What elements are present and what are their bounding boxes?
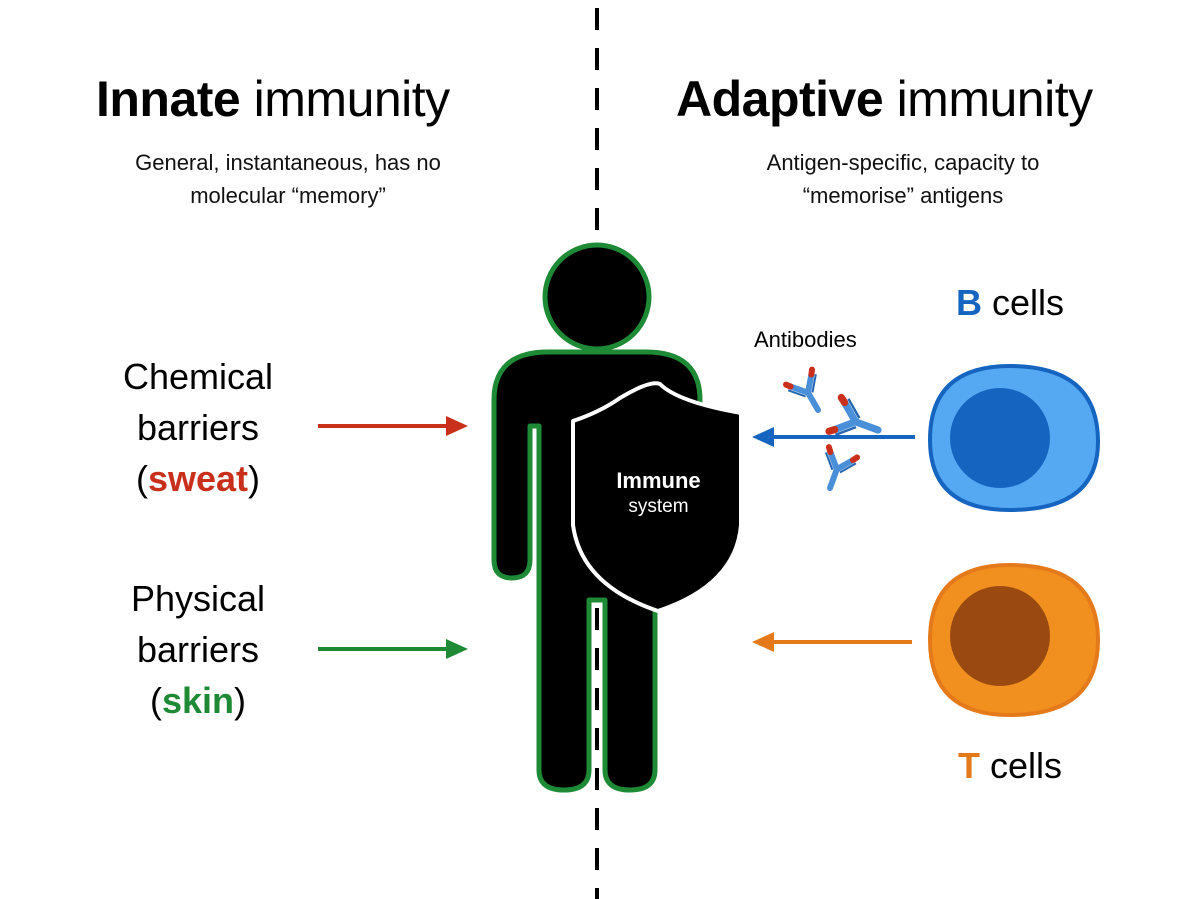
chemical-line1: Chemical [122, 356, 274, 397]
antibodies-label: Antibodies [754, 327, 857, 352]
innate-heading: Innate immunity [96, 70, 450, 128]
physical-line1: Physical [130, 578, 266, 619]
b-cell-arrow [752, 427, 915, 447]
antibody-2 [829, 396, 885, 448]
shield-line2: system [628, 496, 689, 517]
innate-subtitle: General, instantaneous, has no molecular… [96, 146, 480, 212]
innate-subtitle-line1: General, instantaneous, has no [135, 150, 441, 175]
adaptive-title-rest: immunity [896, 71, 1094, 127]
b-cells-label: B cells [956, 282, 1064, 324]
t-cell-arrow [752, 632, 912, 652]
skin-keyword: skin [161, 680, 235, 721]
physical-line2: barriers [136, 629, 260, 670]
chemical-line2: barriers [136, 407, 260, 448]
immune-shield [571, 381, 743, 613]
b-cells-rest: cells [992, 282, 1065, 323]
chemical-barrier-label: Chemical barriers (sweat) [98, 351, 298, 504]
antibody-3 [815, 447, 858, 494]
t-letter: T [958, 745, 980, 786]
antibody-1 [785, 369, 832, 418]
shield-line1: Immune [616, 468, 701, 493]
sweat-keyword: sweat [147, 458, 249, 499]
t-cell [927, 562, 1101, 718]
innate-title-rest: immunity [253, 71, 451, 127]
t-cells-rest: cells [990, 745, 1063, 786]
shield-label: Immune system [586, 467, 731, 519]
adaptive-heading: Adaptive immunity [676, 70, 1093, 128]
physical-arrow [318, 639, 468, 659]
t-cells-label: T cells [958, 745, 1062, 787]
physical-line3: (skin) [149, 680, 247, 721]
adaptive-title-bold: Adaptive [676, 71, 884, 127]
innate-title-bold: Innate [96, 71, 241, 127]
adaptive-subtitle: Antigen-specific, capacity to “memorise”… [700, 146, 1106, 212]
innate-subtitle-line2: molecular “memory” [190, 183, 386, 208]
physical-barrier-label: Physical barriers (skin) [98, 573, 298, 726]
b-cell [927, 363, 1101, 513]
b-cell-nucleus [950, 388, 1050, 488]
t-cell-nucleus [950, 586, 1050, 686]
chemical-line3: (sweat) [135, 458, 261, 499]
person-head [542, 242, 652, 352]
chemical-arrow [318, 416, 468, 436]
adaptive-subtitle-line2: “memorise” antigens [802, 183, 1004, 208]
adaptive-subtitle-line1: Antigen-specific, capacity to [766, 150, 1040, 175]
b-letter: B [956, 282, 982, 323]
